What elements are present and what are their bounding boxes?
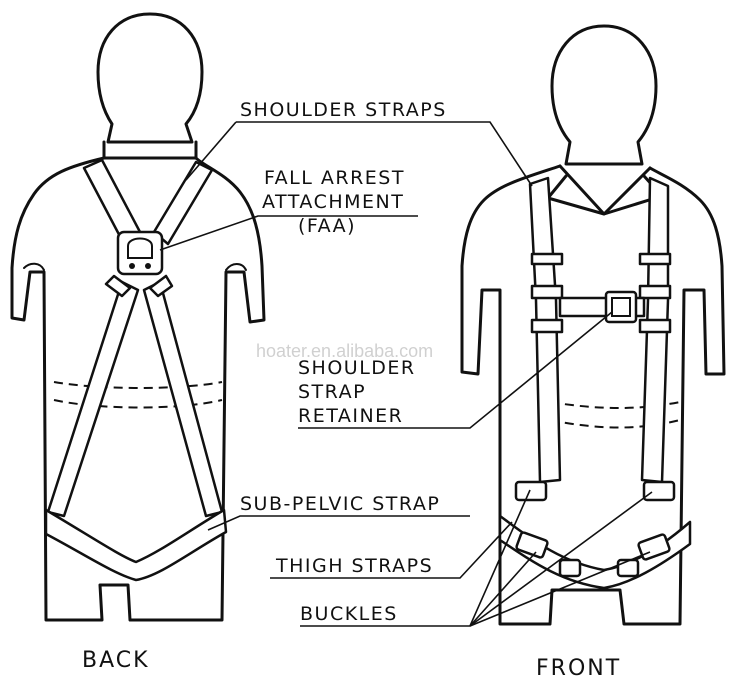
label-buckles: BUCKLES (300, 603, 398, 625)
back-waist-line (53, 381, 223, 389)
front-body-outline (460, 164, 726, 626)
front-figure (460, 24, 726, 626)
front-buckle-left-lower (515, 531, 549, 559)
back-collar (102, 140, 198, 160)
label-retainer-line2: STRAP (298, 381, 366, 403)
faa-d-ring (127, 237, 153, 259)
front-buckle-right-upper (642, 480, 676, 502)
back-sub-pelvic-strap (44, 508, 228, 582)
label-faa-line3: (FAA) (298, 215, 356, 237)
label-sub-pelvic-strap: SUB-PELVIC STRAP (240, 493, 440, 515)
front-retainer-buckle (604, 290, 638, 324)
leader-lines (159, 121, 653, 627)
label-retainer-line3: RETAINER (298, 405, 403, 427)
watermark: hoater.en.alibaba.com (256, 341, 433, 361)
back-cross-strap-a (46, 280, 140, 518)
label-retainer-line1: SHOULDER (298, 357, 416, 379)
caption-back: BACK (82, 648, 150, 673)
label-faa-line1: FALL ARREST (264, 167, 405, 189)
back-figure (10, 12, 266, 622)
back-shoulder-strap-right (152, 160, 214, 246)
label-faa-line2: ATTACHMENT (262, 191, 404, 213)
back-body-outline (10, 156, 266, 622)
back-head (96, 12, 204, 144)
front-head (550, 24, 658, 166)
front-waist-line (549, 401, 681, 409)
caption-front: FRONT (536, 656, 621, 681)
back-cross-strap-b (142, 280, 224, 518)
front-collar (546, 164, 664, 216)
label-shoulder-straps: SHOULDER STRAPS (240, 99, 447, 121)
label-thigh-straps: THIGH STRAPS (275, 555, 433, 577)
front-buckle-left-upper (514, 480, 548, 502)
